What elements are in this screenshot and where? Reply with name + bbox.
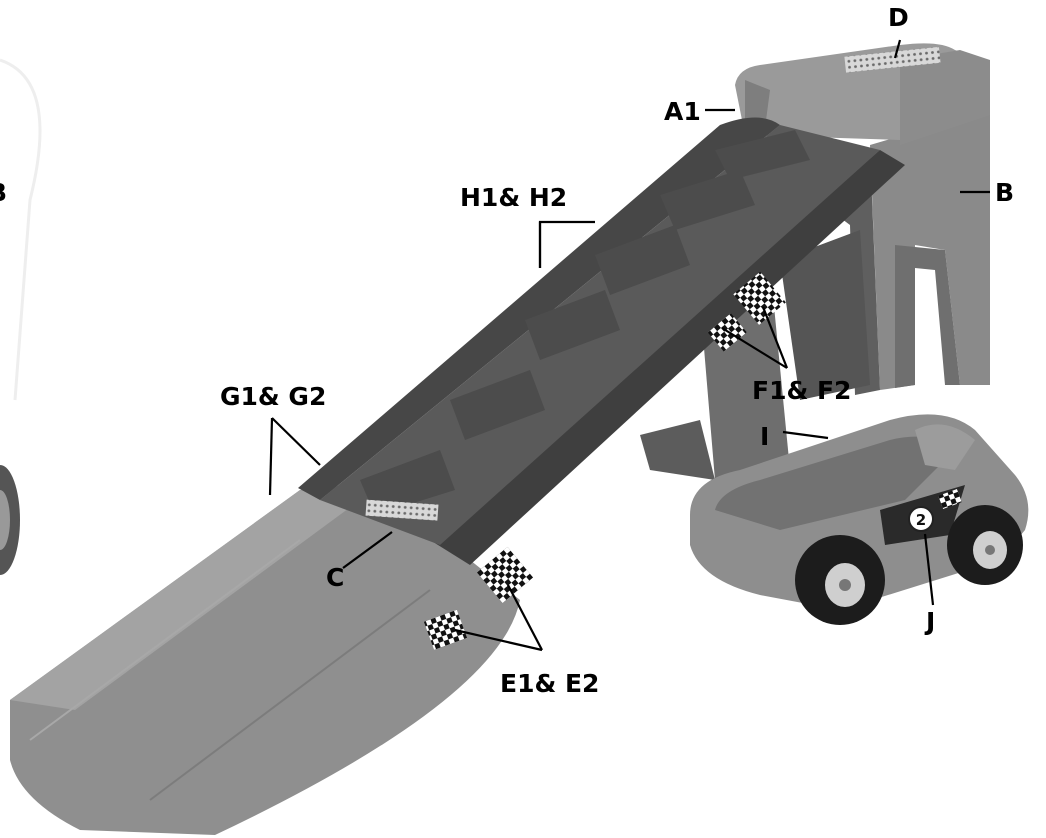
label-j: J xyxy=(924,607,935,636)
label-g: G1& G2 xyxy=(220,382,326,411)
label-d: D xyxy=(888,3,909,32)
checkered-decal-e1 xyxy=(476,546,534,604)
callout-leaders xyxy=(268,39,990,652)
leader-f1 xyxy=(721,327,788,369)
leader-e1 xyxy=(507,584,543,651)
grip-pad-d xyxy=(844,46,941,73)
leader-e2 xyxy=(454,628,543,652)
background-edge xyxy=(0,58,42,401)
top-platform xyxy=(735,43,990,145)
label-h: H1& H2 xyxy=(460,183,567,212)
race-car: 2 xyxy=(690,414,1029,625)
label-b: B xyxy=(995,178,1014,207)
checkered-decal-e2 xyxy=(423,609,468,650)
leader-f2 xyxy=(761,306,789,369)
car-wheel-rear xyxy=(947,505,1023,585)
leader-i xyxy=(782,430,829,440)
leader-g1 xyxy=(271,417,321,466)
svg-text:2: 2 xyxy=(916,511,926,529)
leader-j xyxy=(923,533,935,606)
label-f: F1& F2 xyxy=(752,376,851,405)
partial-wheel-left-edge xyxy=(0,465,20,575)
leader-d xyxy=(893,39,902,59)
label-i: I xyxy=(760,422,769,451)
callout-labels: A1 D B B H1& H2 G1& G2 C E1& E2 F1& F2 I… xyxy=(0,3,1014,698)
grip-pad-c xyxy=(365,499,439,521)
ramp xyxy=(10,117,905,835)
leader-c xyxy=(342,531,393,569)
checkered-decal-f1 xyxy=(733,271,786,325)
label-a1: A1 xyxy=(664,97,701,126)
label-b-edge: B xyxy=(0,178,7,207)
number-decal-j: 2 xyxy=(880,485,965,545)
car-wheel-front xyxy=(795,535,885,625)
label-c: C xyxy=(326,563,344,592)
leader-g2 xyxy=(268,417,274,496)
label-e: E1& E2 xyxy=(500,669,599,698)
